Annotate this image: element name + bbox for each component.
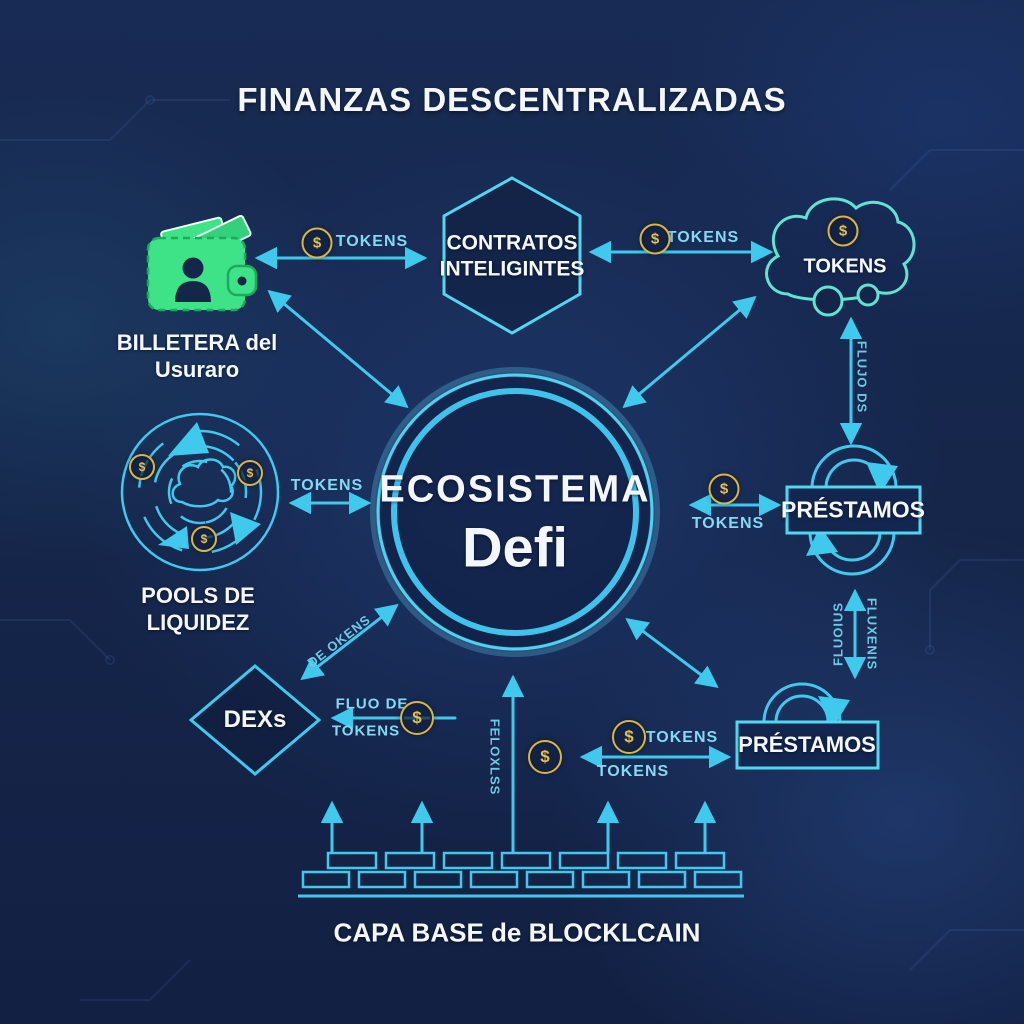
blockchain-brick (326, 851, 378, 870)
dollar-coin-icon: $ (827, 215, 859, 247)
circuit-traces (0, 95, 1024, 1001)
arrow-wallet-center (267, 289, 409, 409)
dollar-coin-icon: $ (400, 701, 434, 735)
tokens-label: TOKENS (803, 255, 887, 278)
ecosystem-subtitle: Defi (462, 515, 568, 579)
dollar-symbol: $ (624, 727, 634, 746)
dexs-diamond (188, 664, 322, 776)
dexs-label: DEXs (223, 706, 287, 733)
edge-label-bottom-tokens-lower: TOKENS (596, 763, 670, 780)
blockchain-brick (616, 851, 668, 870)
edge-label-center-lending: TOKENS (691, 515, 765, 532)
blockchain-brick (581, 870, 631, 889)
dollar-coin-icon: $ (237, 460, 263, 486)
flow-label-lending-pair-right: FLUXENIS (864, 597, 880, 671)
blockchain-brick (357, 870, 407, 889)
blockchain-brick (693, 870, 743, 889)
lending-box-right (785, 485, 922, 535)
flow-label-lending-pair-left: FLUOIUS (830, 601, 846, 667)
edge-label-bottom-tokens-upper: TOKENS (645, 729, 719, 746)
dollar-symbol: $ (246, 466, 254, 480)
blockchain-label: CAPA BASE de BLOCKLCAIN (333, 917, 701, 948)
dollar-symbol: $ (540, 747, 550, 766)
pools-label: POOLS DE LIQUIDEZ (141, 583, 255, 635)
edge-label-wallet-contracts: TOKENS (335, 233, 409, 250)
dollar-coin-icon: $ (301, 227, 333, 259)
blockchain-brick (525, 870, 575, 889)
contracts-label: CONTRATOS INTELIGINTES (439, 231, 585, 280)
dollar-symbol: $ (200, 532, 208, 546)
blockchain-brick (413, 870, 463, 889)
lending-right-label: PRÉSTAMOS (781, 496, 925, 523)
blockchain-brick (301, 870, 351, 889)
edge-label-pools-center: TOKENS (290, 477, 364, 494)
page-title: FINANZAS DESCENTRALIZADAS (237, 81, 787, 118)
wallet-icon (146, 214, 258, 312)
blockchain-brick (442, 851, 494, 870)
ecosystem-circle (370, 367, 660, 657)
lending-bottom-label: PRÉSTAMOS (738, 732, 876, 757)
dollar-coin-icon: $ (191, 526, 217, 552)
blockchain-brick (674, 851, 726, 870)
blockchain-brick (558, 851, 610, 870)
dollar-coin-icon: $ (129, 454, 155, 480)
dollar-symbol: $ (312, 234, 322, 252)
dollar-symbol: $ (650, 230, 660, 248)
dollar-symbol: $ (412, 708, 422, 727)
blockchain-brick (500, 851, 552, 870)
edge-label-dexs-flow-1: FLUO DE (335, 695, 409, 713)
dollar-symbol: $ (138, 460, 146, 474)
tokens-cloud-icon (765, 197, 916, 317)
dollar-symbol: $ (838, 222, 848, 240)
lending-cycle-arcs (806, 444, 898, 576)
dollar-symbol: $ (719, 480, 729, 498)
wallet-label: BILLETERA del Usuraro (116, 330, 278, 382)
dollar-coin-icon: $ (612, 720, 646, 754)
ecosystem-title: ECOSISTEMA (379, 468, 651, 511)
blockchain-brick (469, 870, 519, 889)
dollar-coin-icon: $ (708, 473, 740, 505)
lending-bottom-arc (762, 682, 850, 728)
blockchain-base (298, 851, 744, 898)
blockchain-brick (384, 851, 436, 870)
liquidity-pools-icon (120, 412, 280, 572)
smart-contracts-hexagon (442, 176, 582, 335)
edge-label-dexs-flow-2: TOKENS (331, 722, 401, 740)
lending-box-bottom (735, 720, 880, 770)
blockchain-brick (637, 870, 687, 889)
edge-label-contracts-tokens: TOKENS (666, 229, 740, 246)
arrow-center-lending-bottom (625, 617, 719, 689)
flow-label-base-center: FELOXLSS (487, 718, 503, 796)
arrow-tokens-center (622, 295, 757, 409)
flow-label-tokens-lending: FLUJO DS (854, 340, 870, 414)
dollar-coin-icon: $ (528, 740, 562, 774)
arrow-dexs-center (300, 603, 399, 681)
connector-lines (254, 240, 867, 854)
dollar-coin-icon: $ (639, 223, 671, 255)
